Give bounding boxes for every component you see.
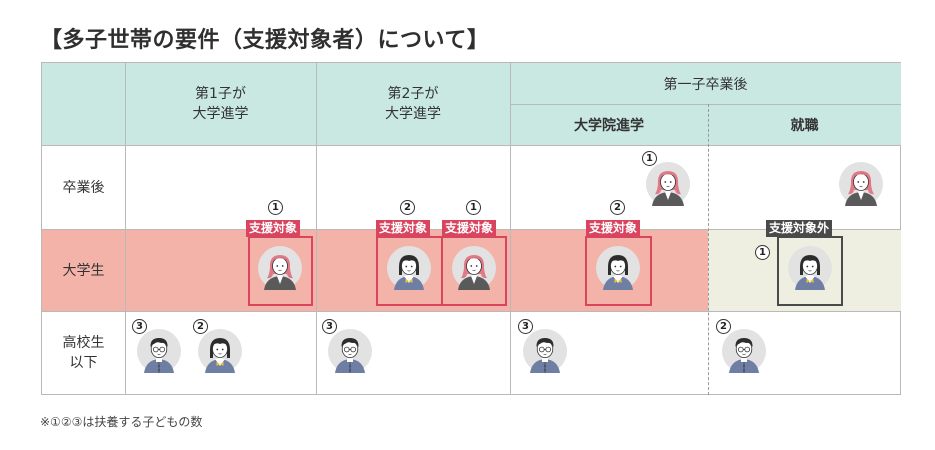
child-count-badge: 3 — [132, 319, 147, 334]
support-frame — [248, 236, 313, 306]
header-grad-school-label: 大学院進学 — [574, 117, 644, 134]
row-highschool-label: 高校生 以下 — [62, 334, 105, 371]
not-supported-tag: 支援対象外 — [766, 220, 833, 237]
man-student-avatar-icon — [328, 329, 372, 373]
support-tag: 支援対象 — [442, 220, 497, 237]
row-label-graduated: 卒業後 — [42, 145, 125, 229]
man-student-avatar-icon — [722, 329, 766, 373]
child-count-badge: 1 — [755, 245, 770, 260]
woman-student-avatar-icon — [788, 246, 832, 290]
dashed-divider — [708, 104, 709, 395]
footnote: ※①②③は扶養する子どもの数 — [40, 415, 203, 429]
row-label-highschool: 高校生 以下 — [42, 311, 125, 395]
support-frame — [585, 236, 652, 306]
header-employment: 就職 — [708, 104, 901, 145]
child-count-badge: 2 — [716, 319, 731, 334]
not-supported-frame — [777, 236, 843, 306]
grid-line — [510, 63, 511, 395]
header-employment-label: 就職 — [790, 117, 819, 134]
header-after-graduation: 第一子卒業後 — [510, 63, 901, 104]
woman-avatar-icon — [258, 246, 302, 290]
woman-student-avatar-icon — [596, 246, 640, 290]
child-count-badge: 1 — [466, 200, 481, 215]
header-after-graduation-label: 第一子卒業後 — [663, 76, 748, 93]
grid-line — [125, 63, 126, 395]
child-count-badge: 1 — [268, 200, 283, 215]
support-frame — [441, 236, 507, 306]
support-tag: 支援対象 — [246, 220, 301, 237]
woman-student-avatar-icon — [387, 246, 431, 290]
child-count-badge: 2 — [400, 200, 415, 215]
child-count-badge: 2 — [193, 319, 208, 334]
page-title: 【多子世帯の要件（支援対象者）について】 — [40, 28, 490, 53]
support-tag: 支援対象 — [376, 220, 431, 237]
header-grad-school: 大学院進学 — [510, 104, 708, 145]
support-tag: 支援対象 — [586, 220, 641, 237]
man-student-avatar-icon — [137, 329, 181, 373]
row-label-university: 大学生 — [42, 229, 125, 311]
row-graduated-label: 卒業後 — [62, 180, 105, 196]
header-corner — [42, 63, 125, 145]
header-second-child-label: 第2子が 大学進学 — [385, 85, 441, 122]
woman-avatar-icon — [452, 246, 496, 290]
man-student-avatar-icon — [523, 329, 567, 373]
child-count-badge: 2 — [610, 200, 625, 215]
grid-line — [316, 63, 317, 395]
child-count-badge: 1 — [642, 151, 657, 166]
grid-line — [42, 311, 901, 312]
row-university-label: 大学生 — [62, 263, 105, 279]
child-count-badge: 3 — [518, 319, 533, 334]
grid-line — [42, 145, 901, 146]
header-first-child: 第1子が 大学進学 — [125, 63, 316, 145]
header-first-child-label: 第1子が 大学進学 — [192, 85, 249, 122]
header-second-child: 第2子が 大学進学 — [316, 63, 510, 145]
child-count-badge: 3 — [322, 319, 337, 334]
woman-avatar-icon — [646, 162, 690, 206]
grid-line — [510, 104, 901, 105]
woman-avatar-icon — [839, 162, 883, 206]
support-eligibility-table: 第1子が 大学進学 第2子が 大学進学 第一子卒業後 大学院進学 就職 卒業後 … — [41, 62, 901, 395]
woman-student-avatar-icon — [198, 329, 242, 373]
